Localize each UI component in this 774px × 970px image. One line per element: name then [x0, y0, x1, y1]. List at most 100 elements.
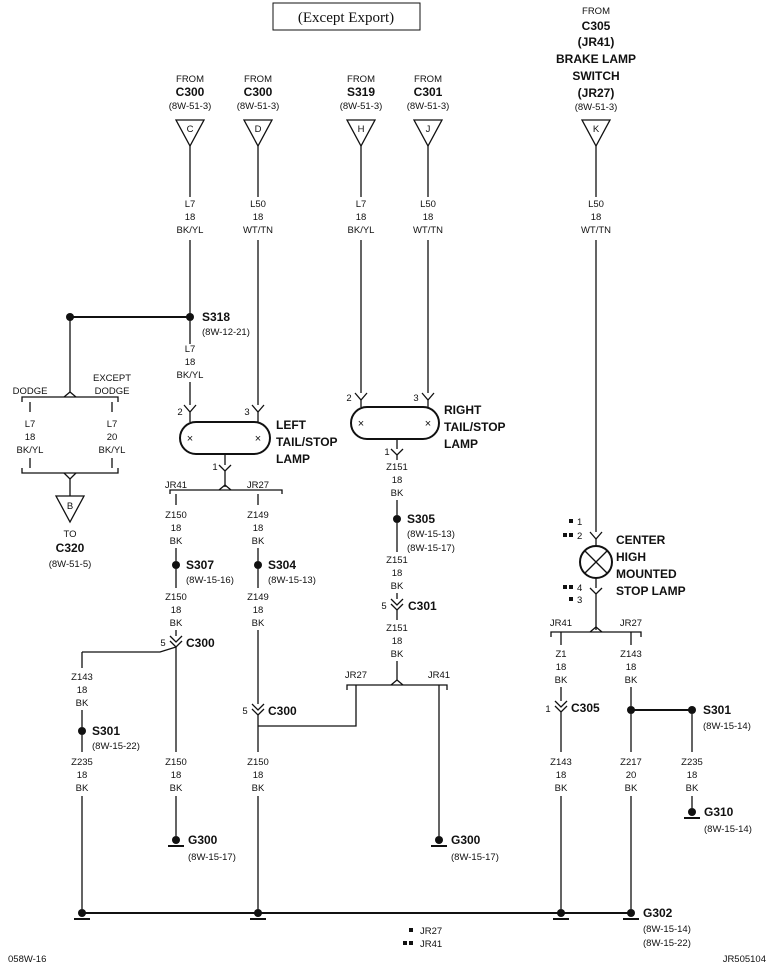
svg-text:Z143: Z143	[550, 757, 572, 768]
svg-text:18: 18	[356, 212, 367, 223]
wire-label-w6: L7 18 BK/YL	[177, 344, 204, 381]
ground-g300-a: G300 (8W-15-17)	[168, 833, 236, 863]
svg-text:(8W-12-21): (8W-12-21)	[202, 327, 250, 338]
svg-text:18: 18	[171, 605, 182, 616]
svg-text:BK: BK	[555, 783, 568, 794]
svg-text:1: 1	[384, 447, 389, 458]
svg-text:Z143: Z143	[620, 649, 642, 660]
svg-text:S319: S319	[347, 85, 375, 99]
splice-s305: S305 (8W-15-13) (8W-15-17)	[407, 512, 455, 554]
svg-text:(8W-15-17): (8W-15-17)	[407, 543, 455, 554]
svg-text:2: 2	[177, 407, 182, 418]
svg-text:TAIL/STOP: TAIL/STOP	[444, 420, 506, 434]
svg-text:L50: L50	[250, 199, 266, 210]
wire-label-w22: Z143 18 BK	[550, 757, 572, 794]
source-connector-d: FROM C300 (8W-51-3) D	[237, 74, 280, 148]
svg-text:STOP LAMP: STOP LAMP	[616, 584, 686, 598]
svg-text:(8W-51-3): (8W-51-3)	[407, 101, 450, 112]
svg-text:FROM: FROM	[176, 74, 204, 85]
svg-text:(8W-15-17): (8W-15-17)	[451, 852, 499, 863]
svg-text:Z151: Z151	[386, 555, 408, 566]
svg-text:18: 18	[185, 212, 196, 223]
svg-text:Z149: Z149	[247, 510, 269, 521]
splice-dot-s318	[186, 313, 194, 321]
svg-text:BK: BK	[76, 698, 89, 709]
svg-text:L7: L7	[185, 199, 196, 210]
page-title: (Except Export)	[298, 10, 394, 26]
svg-text:20: 20	[626, 770, 637, 781]
splice-s301-b: S301 (8W-15-14)	[703, 703, 751, 732]
svg-text:S304: S304	[268, 558, 296, 572]
svg-text:JR41: JR41	[550, 618, 572, 629]
svg-text:C300: C300	[186, 636, 215, 650]
branch-bracket	[550, 631, 642, 637]
svg-text:18: 18	[591, 212, 602, 223]
svg-text:C320: C320	[56, 541, 85, 555]
splice-dot-s301-a	[78, 727, 86, 735]
branch-bracket	[21, 468, 119, 474]
svg-text:TO: TO	[63, 529, 76, 540]
svg-text:MOUNTED: MOUNTED	[616, 567, 677, 581]
svg-text:JR41: JR41	[165, 480, 187, 491]
svg-text:C305: C305	[571, 701, 600, 715]
svg-text:FROM: FROM	[582, 6, 610, 17]
svg-text:JR41: JR41	[428, 670, 450, 681]
svg-text:1: 1	[577, 517, 582, 528]
svg-text:Z150: Z150	[165, 510, 187, 521]
svg-text:Z151: Z151	[386, 623, 408, 634]
svg-text:DODGE: DODGE	[95, 386, 130, 397]
svg-text:2: 2	[346, 393, 351, 404]
svg-text:×: ×	[255, 433, 261, 445]
svg-text:JR27: JR27	[345, 670, 367, 681]
svg-text:Z143: Z143	[71, 672, 93, 683]
splice-s304: S304 (8W-15-13)	[268, 558, 316, 586]
svg-text:S301: S301	[703, 703, 731, 717]
svg-text:FROM: FROM	[414, 74, 442, 85]
wire-label-w18: Z151 18 BK	[386, 555, 408, 592]
svg-text:BK: BK	[252, 618, 265, 629]
splice-s318: S318 (8W-12-21)	[202, 310, 250, 338]
svg-text:(8W-15-13): (8W-15-13)	[268, 575, 316, 586]
svg-text:(8W-15-14): (8W-15-14)	[643, 924, 691, 935]
svg-text:18: 18	[626, 662, 637, 673]
svg-text:18: 18	[77, 770, 88, 781]
wire-label-w5: L50 18 WT/TN	[581, 199, 611, 236]
svg-text:Z151: Z151	[386, 462, 408, 473]
wire-label-w24: Z235 18 BK	[681, 757, 703, 794]
wire-label-w10: Z149 18 BK	[247, 510, 269, 547]
svg-text:BK: BK	[391, 581, 404, 592]
svg-text:RIGHT: RIGHT	[444, 403, 482, 417]
splice-dot-s307	[172, 561, 180, 569]
inline-connector-c301: 5 C301	[381, 598, 437, 613]
svg-text:18: 18	[171, 523, 182, 534]
ground-g302: G302 (8W-15-14) (8W-15-22)	[643, 906, 691, 949]
svg-text:18: 18	[687, 770, 698, 781]
svg-text:C301: C301	[408, 599, 437, 613]
wire-label-w19: Z151 18 BK	[386, 623, 408, 660]
svg-text:18: 18	[392, 636, 403, 647]
svg-text:C301: C301	[414, 85, 443, 99]
svg-text:3: 3	[413, 393, 418, 404]
source-connector-j: FROM C301 (8W-51-3) J	[407, 74, 450, 148]
svg-text:1: 1	[212, 462, 217, 473]
svg-text:(8W-51-3): (8W-51-3)	[237, 101, 280, 112]
splice-s307: S307 (8W-15-16)	[186, 558, 234, 586]
svg-text:BK/YL: BK/YL	[348, 225, 375, 236]
svg-text:Z1: Z1	[555, 649, 566, 660]
svg-text:Z235: Z235	[681, 757, 703, 768]
svg-text:(8W-15-16): (8W-15-16)	[186, 575, 234, 586]
svg-text:S301: S301	[92, 724, 120, 738]
svg-text:Z149: Z149	[247, 592, 269, 603]
svg-text:L7: L7	[107, 419, 118, 430]
svg-text:BK: BK	[170, 536, 183, 547]
wire-label-w13: Z143 18 BK	[71, 672, 93, 709]
wire-label-w14: Z235 18 BK	[71, 757, 93, 794]
svg-text:18: 18	[253, 523, 264, 534]
svg-text:18: 18	[185, 357, 196, 368]
svg-text:G310: G310	[704, 805, 734, 819]
svg-text:(JR27): (JR27)	[578, 86, 615, 100]
svg-text:×: ×	[187, 433, 193, 445]
svg-text:18: 18	[25, 432, 36, 443]
svg-text:B: B	[67, 501, 73, 512]
wire-label-w15: Z150 18 BK	[165, 757, 187, 794]
